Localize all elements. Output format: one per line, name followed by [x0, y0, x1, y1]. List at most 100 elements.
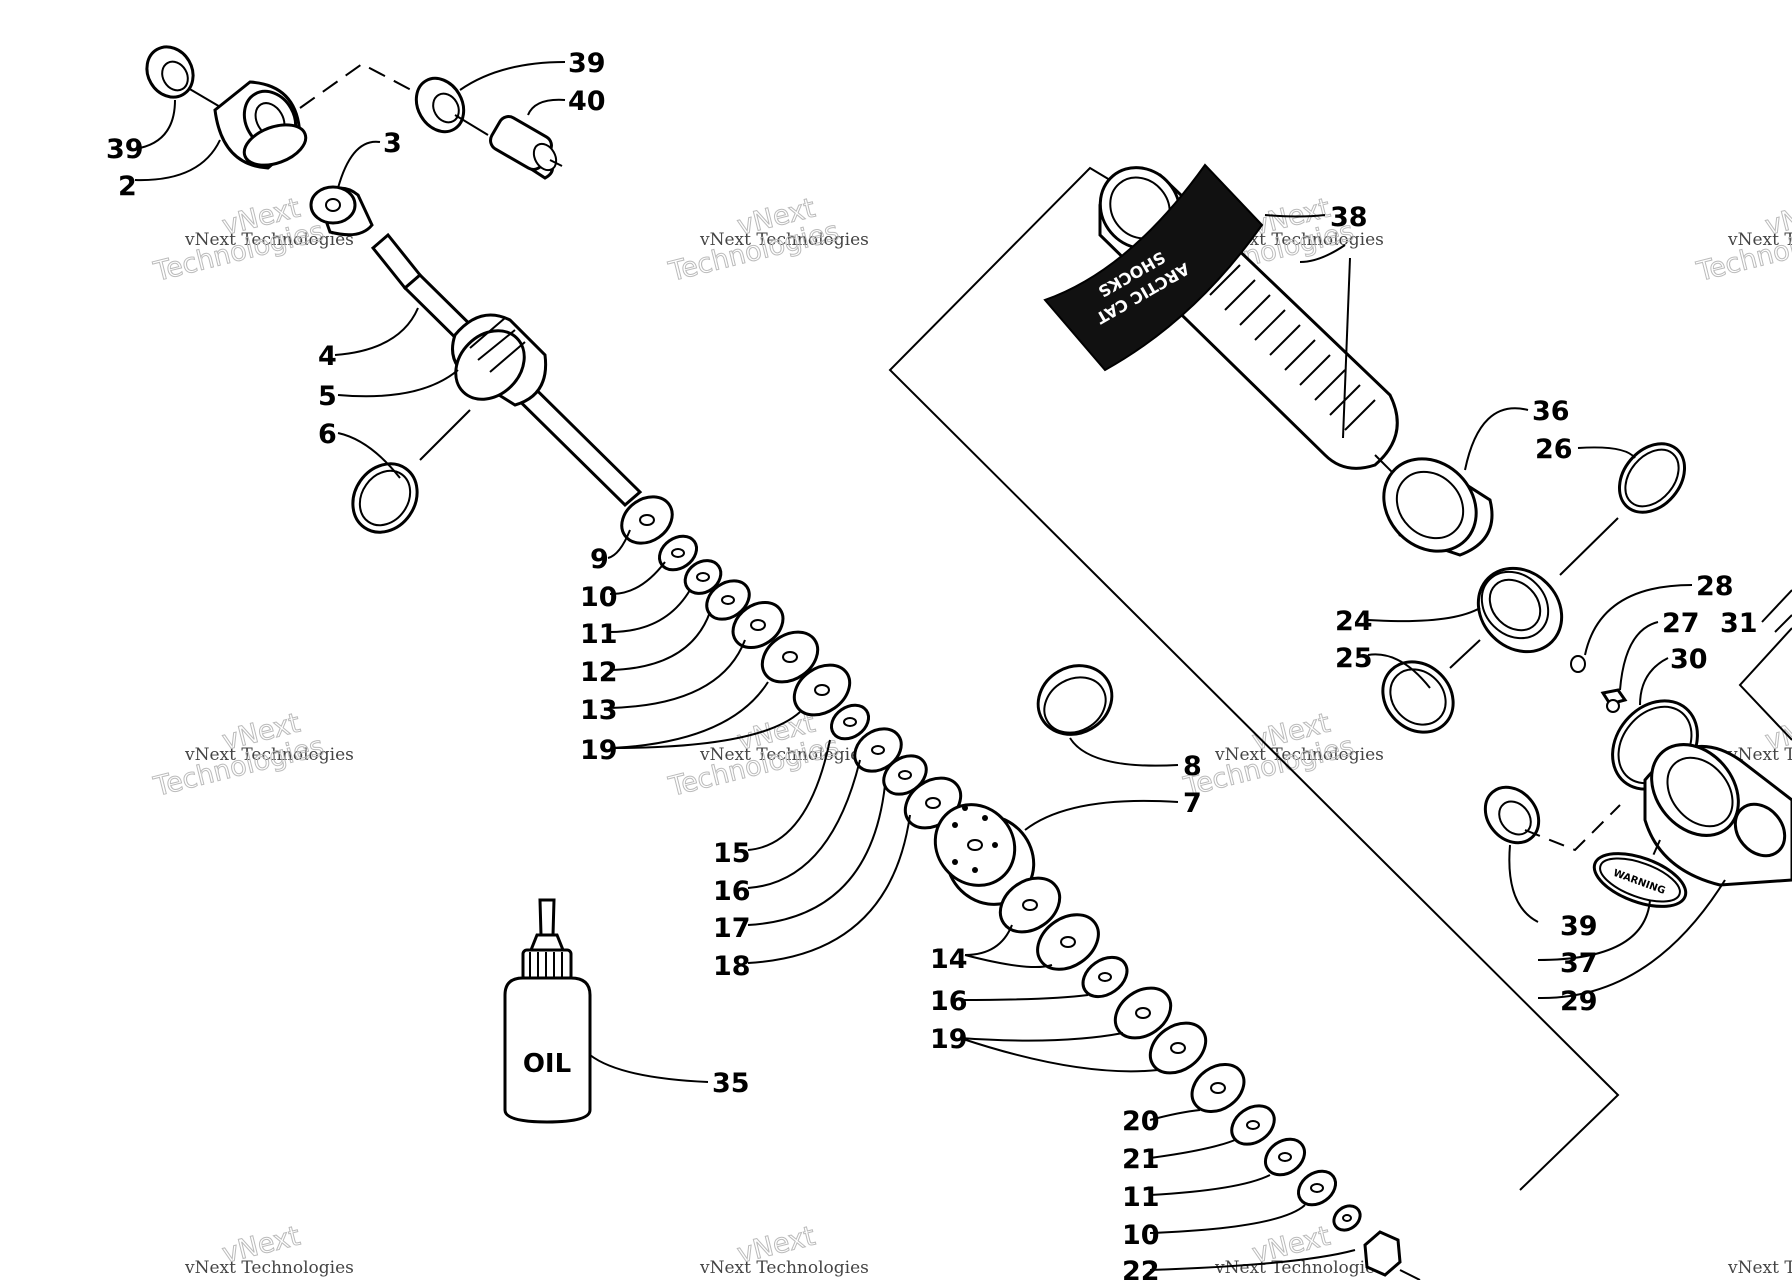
- callout-14: 14: [930, 944, 968, 975]
- callout-9: 9: [590, 544, 609, 575]
- callout-7: 7: [1183, 788, 1202, 819]
- callout-11: 11: [1122, 1182, 1160, 1213]
- callout-12: 12: [580, 657, 618, 688]
- watermark: vNext Technologies vNext Technologies: [1180, 707, 1384, 803]
- watermark-text: vNext Technologies: [699, 1258, 869, 1278]
- watermark-text: vNext Technologies: [184, 745, 354, 765]
- callout-16: 16: [713, 876, 751, 907]
- lower-body-29: [1643, 743, 1792, 887]
- watermark-text: vNext Technologies: [699, 230, 869, 250]
- watermark: vNext Technologies vNext Technologies: [1693, 192, 1792, 288]
- axis-line: [1651, 839, 1661, 859]
- callout-31: 31: [1720, 608, 1758, 639]
- callout-39: 39: [568, 48, 606, 79]
- callout-17: 17: [713, 913, 751, 944]
- group-bracket: [888, 166, 1620, 1191]
- callout-35: 35: [712, 1068, 750, 1099]
- oil-bottle: OIL: [503, 898, 592, 1124]
- valve-27: [1600, 688, 1628, 713]
- callout-28: 28: [1696, 571, 1734, 602]
- spring-adjuster: [1382, 457, 1494, 557]
- watermark-text: vNext Technologies: [184, 230, 354, 250]
- callout-29: 29: [1560, 986, 1598, 1017]
- watermark-text: vNext Technologies: [1214, 1258, 1384, 1278]
- reservoir-decal: [1043, 163, 1264, 372]
- callout-27: 27: [1662, 608, 1700, 639]
- retainer-24: [1476, 566, 1564, 654]
- watermark: vNext Technologies vNext Technologies: [665, 192, 869, 288]
- callout-22: 22: [1122, 1256, 1160, 1280]
- o-ring-28: [1570, 655, 1586, 673]
- watermark-text: vNext Technologies: [1214, 745, 1384, 765]
- callout-19: 19: [930, 1024, 968, 1055]
- upper-mount-group: [145, 45, 563, 237]
- axis-line: [454, 114, 489, 136]
- callout-40: 40: [568, 86, 606, 117]
- sleeve: [489, 115, 558, 180]
- watermark-text: vNext Technologies: [699, 745, 869, 765]
- oil-bottle-label: OIL: [523, 1049, 571, 1079]
- upper-eyelet: [213, 80, 308, 170]
- reservoir-body: ARCTIC CAT SHOCKS: [1043, 163, 1399, 470]
- callout-38: 38: [1330, 202, 1368, 233]
- watermark-text: vNext Technologies: [1727, 1258, 1792, 1278]
- callout-8: 8: [1183, 751, 1202, 782]
- callout-37: 37: [1560, 948, 1598, 979]
- bushing-upper-left: [145, 45, 195, 99]
- callout-6: 6: [318, 419, 337, 450]
- axis-line: [1559, 517, 1619, 576]
- callout-3: 3: [383, 128, 402, 159]
- bumper: [309, 185, 374, 237]
- callout-5: 5: [318, 381, 337, 412]
- watermark-text: vNext Technologies: [1727, 230, 1792, 250]
- callout-21: 21: [1122, 1144, 1160, 1175]
- bushing-upper-right: [414, 76, 466, 134]
- piston-band: [1036, 664, 1114, 736]
- callout-10: 10: [580, 582, 618, 613]
- callout-39: 39: [1560, 911, 1598, 942]
- callout-24: 24: [1335, 606, 1373, 637]
- callouts: 39 2 39 40 3 4 5 6 9 10 11 12 13 19 15 1…: [106, 48, 1758, 1280]
- axis-line: [187, 87, 223, 109]
- callout-26: 26: [1535, 434, 1573, 465]
- callout-13: 13: [580, 695, 618, 726]
- bushing-39-lower: [1483, 785, 1541, 845]
- leader-lines: [134, 61, 1792, 1271]
- watermark-layer: vNext Technologies vNext Technologies vN…: [150, 192, 1792, 1278]
- lower-shim-stack: [998, 876, 1421, 1280]
- clip-25: [1381, 660, 1455, 734]
- watermark-text: vNext Technologies: [1727, 745, 1792, 765]
- watermark-text: vNext Technologies: [184, 1258, 354, 1278]
- callout-15: 15: [713, 838, 751, 869]
- callout-36: 36: [1532, 396, 1570, 427]
- axis-line: [1524, 804, 1621, 852]
- callout-19: 19: [580, 735, 618, 766]
- seal-head: [451, 313, 548, 407]
- axis-line: [1449, 639, 1481, 669]
- watermark: vNext Technologies vNext: [699, 1220, 869, 1278]
- watermark-text: vNext Technologies: [1214, 230, 1384, 250]
- axis-line: [549, 159, 563, 167]
- axis-line: [419, 409, 471, 461]
- watermark: vNext Technologies vNext: [184, 1220, 354, 1278]
- callout-18: 18: [713, 951, 751, 982]
- callout-30: 30: [1670, 644, 1708, 675]
- circlip-26: [1617, 442, 1687, 514]
- callout-10: 10: [1122, 1220, 1160, 1251]
- callout-4: 4: [318, 341, 337, 372]
- group-bracket-right: [1738, 627, 1792, 741]
- watermark: vNext Technologies vNext: [1214, 1220, 1384, 1278]
- axis-line: [299, 62, 416, 109]
- shaft-assembly: [351, 232, 643, 534]
- watermark: vNext Technologies vNext Technologies: [150, 707, 354, 803]
- callout-16: 16: [930, 986, 968, 1017]
- group-bracket-right-2: [1774, 614, 1792, 633]
- watermark: vNext Technologies: [1727, 1258, 1792, 1278]
- callout-2: 2: [118, 171, 137, 202]
- callout-20: 20: [1122, 1106, 1160, 1137]
- callout-39: 39: [106, 134, 144, 165]
- warning-plate-37: WARNING: [1592, 852, 1688, 908]
- callout-25: 25: [1335, 643, 1373, 674]
- shim-stack: [620, 495, 963, 830]
